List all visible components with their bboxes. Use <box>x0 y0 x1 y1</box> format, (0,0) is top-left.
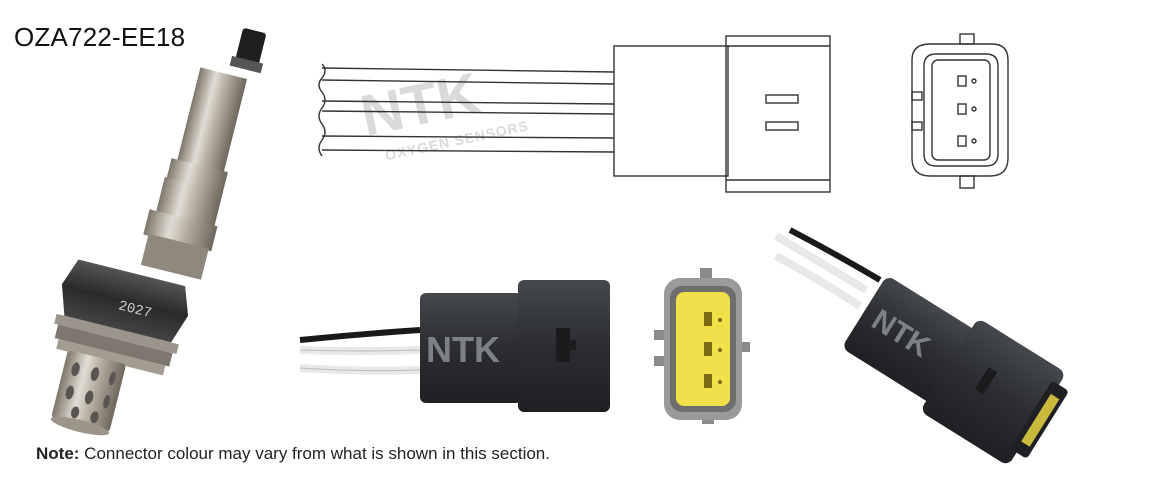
note-text: Connector colour may vary from what is s… <box>79 444 550 463</box>
connector-logo-side: NTK <box>426 329 500 370</box>
connector-line-drawing-side <box>318 35 831 193</box>
sensor-stamp-text: 2027 <box>117 298 153 322</box>
part-number-title: OZA722-EE18 <box>14 22 186 52</box>
connector-photo-front <box>654 268 750 424</box>
connector-colour-note: Note: Connector colour may vary from wha… <box>36 444 550 464</box>
sensor-protection-tube <box>50 350 126 436</box>
connector-photo-side: NTK <box>299 280 610 412</box>
connector-line-drawing-front <box>911 33 1009 189</box>
oxygen-sensor-photo: 2027 <box>50 28 266 436</box>
note-label: Note: <box>36 444 80 463</box>
sensor-hex-nut <box>54 259 189 376</box>
connector-photo-angled: NTK <box>773 227 1068 464</box>
